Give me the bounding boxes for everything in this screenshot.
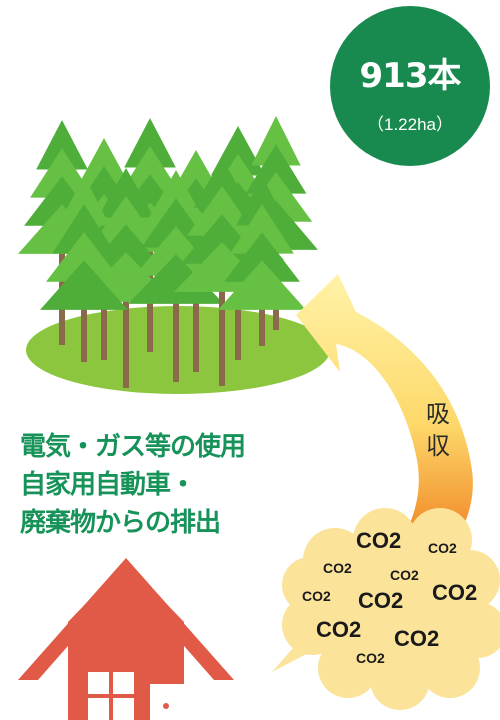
house — [18, 558, 234, 720]
caption-line: 廃棄物からの排出 — [20, 508, 221, 538]
count-badge — [330, 6, 490, 166]
co2-label: CO2 — [428, 540, 457, 556]
co2-label: CO2 — [394, 626, 440, 651]
emission-sources-caption: 電気・ガス等の使用 自家用自動車・ 廃棄物からの排出 — [20, 428, 320, 542]
forest-area: （1.22ha） — [367, 115, 453, 134]
conifer-tree — [40, 176, 128, 362]
conifer-tree — [218, 176, 306, 346]
absorption-arrow — [296, 274, 473, 548]
tree-count: 913本 — [359, 56, 462, 96]
co2-label: CO2 — [316, 617, 362, 642]
caption-line: 自家用自動車・ — [20, 470, 196, 500]
house-door — [150, 684, 184, 720]
co2-label: CO2 — [356, 528, 402, 553]
co2-label: CO2 — [358, 588, 404, 613]
co2-cloud — [272, 508, 500, 710]
absorption-label-char: 収 — [426, 432, 450, 460]
co2-label: CO2 — [302, 588, 331, 604]
absorption-label-char: 吸 — [426, 400, 450, 428]
forest — [18, 116, 330, 394]
co2-label: CO2 — [356, 650, 385, 666]
trees — [18, 116, 318, 388]
co2-label: CO2 — [323, 560, 352, 576]
absorption-label: 吸 収 — [418, 398, 458, 462]
co2-label: CO2 — [432, 580, 478, 605]
caption-line: 電気・ガス等の使用 — [20, 432, 246, 462]
co2-label: CO2 — [390, 567, 419, 583]
